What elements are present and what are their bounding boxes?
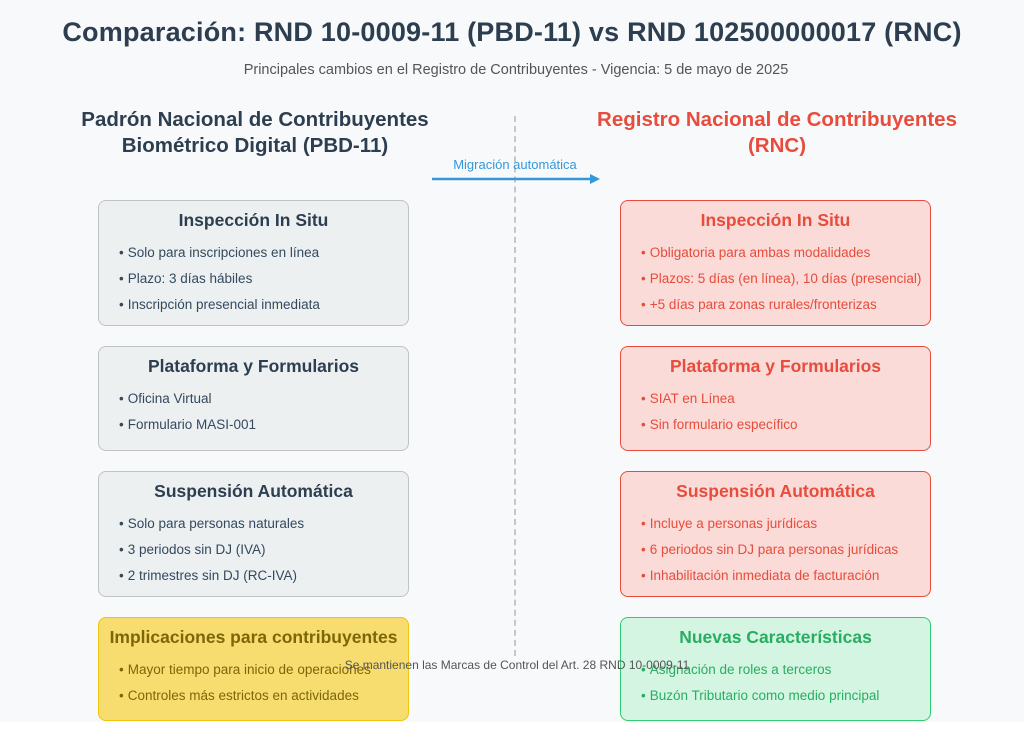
list-item-text: Plazos: 5 días (en línea), 10 días (pres… bbox=[649, 271, 922, 286]
list-item-text: Solo para inscripciones en línea bbox=[127, 245, 320, 260]
list-item-text: Obligatoria para ambas modalidades bbox=[649, 245, 871, 260]
list-item: •Controles más estrictos en actividades bbox=[119, 687, 468, 713]
bullet-icon: • bbox=[119, 271, 124, 286]
list-item: •Inscripción presencial inmediata bbox=[119, 296, 468, 322]
list-item-text: Oficina Virtual bbox=[127, 391, 212, 406]
list-item-text: SIAT en Línea bbox=[649, 391, 735, 406]
list-item: •3 periodos sin DJ (IVA) bbox=[119, 541, 468, 567]
bullet-icon: • bbox=[641, 417, 646, 432]
bullet-icon: • bbox=[641, 271, 646, 286]
center-divider bbox=[514, 116, 516, 656]
box-title: Plataforma y Formularios bbox=[147, 356, 360, 376]
box-list: •Incluye a personas jurídicas •6 periodo… bbox=[641, 515, 990, 593]
footnote: Se mantienen las Marcas de Control del A… bbox=[344, 658, 690, 672]
box-list: •Asignación de roles a terceros •Buzón T… bbox=[641, 661, 990, 713]
left-box-inspection: Inspección In Situ •Solo para inscripcio… bbox=[98, 200, 409, 326]
list-item-text: Plazo: 3 días hábiles bbox=[127, 271, 253, 286]
list-item: •Solo para inscripciones en línea bbox=[119, 244, 468, 270]
list-item-text: Formulario MASI-001 bbox=[127, 417, 257, 432]
box-title: Implicaciones para contribuyentes bbox=[109, 627, 398, 647]
list-item: •Formulario MASI-001 bbox=[119, 416, 468, 442]
bullet-icon: • bbox=[641, 391, 646, 406]
bullet-icon: • bbox=[119, 568, 124, 583]
list-item: •Obligatoria para ambas modalidades bbox=[641, 244, 990, 270]
list-item: •Oficina Virtual bbox=[119, 390, 468, 416]
list-item: •Plazos: 5 días (en línea), 10 días (pre… bbox=[641, 270, 990, 296]
left-box-platform: Plataforma y Formularios •Oficina Virtua… bbox=[98, 346, 409, 451]
box-title: Plataforma y Formularios bbox=[669, 356, 882, 376]
box-list: •Oficina Virtual •Formulario MASI-001 bbox=[119, 390, 468, 442]
migration-arrow-icon bbox=[432, 174, 600, 184]
bullet-icon: • bbox=[641, 297, 646, 312]
list-item-text: 2 trimestres sin DJ (RC-IVA) bbox=[127, 568, 297, 583]
list-item-text: Inscripción presencial inmediata bbox=[127, 297, 320, 312]
list-item: •Incluye a personas jurídicas bbox=[641, 515, 990, 541]
diagram-canvas: Comparación: RND 10-0009-11 (PBD-11) vs … bbox=[45, 17, 987, 721]
list-item: •SIAT en Línea bbox=[641, 390, 990, 416]
box-title: Inspección In Situ bbox=[178, 210, 329, 230]
box-list: •Mayor tiempo para inicio de operaciones… bbox=[119, 661, 468, 713]
box-title: Inspección In Situ bbox=[700, 210, 851, 230]
box-list: •Solo para inscripciones en línea •Plazo… bbox=[119, 244, 468, 322]
list-item-text: Mayor tiempo para inicio de operaciones bbox=[127, 662, 371, 677]
page-title: Comparación: RND 10-0009-11 (PBD-11) vs … bbox=[62, 17, 962, 47]
bullet-icon: • bbox=[119, 297, 124, 312]
list-item-text: Buzón Tributario como medio principal bbox=[649, 688, 880, 703]
left-box-implications: Implicaciones para contribuyentes •Mayor… bbox=[98, 617, 409, 721]
bullet-icon: • bbox=[641, 516, 646, 531]
migration-label: Migración automática bbox=[453, 157, 577, 172]
list-item-text: Inhabilitación inmediata de facturación bbox=[649, 568, 880, 583]
right-column-heading: Registro Nacional de Contribuyentes (RNC… bbox=[567, 107, 987, 159]
list-item: •2 trimestres sin DJ (RC-IVA) bbox=[119, 567, 468, 593]
list-item: •Mayor tiempo para inicio de operaciones bbox=[119, 661, 468, 687]
left-box-suspension: Suspensión Automática •Solo para persona… bbox=[98, 471, 409, 597]
right-box-platform: Plataforma y Formularios •SIAT en Línea … bbox=[620, 346, 931, 451]
box-list: •Solo para personas naturales •3 periodo… bbox=[119, 515, 468, 593]
bullet-icon: • bbox=[119, 516, 124, 531]
list-item: •Sin formulario específico bbox=[641, 416, 990, 442]
bullet-icon: • bbox=[119, 662, 124, 677]
left-heading-line-2: Biométrico Digital (PBD-11) bbox=[121, 134, 389, 157]
list-item-text: Controles más estrictos en actividades bbox=[127, 688, 359, 703]
bullet-icon: • bbox=[119, 391, 124, 406]
bullet-icon: • bbox=[641, 662, 646, 677]
box-list: •Obligatoria para ambas modalidades •Pla… bbox=[641, 244, 990, 322]
bullet-icon: • bbox=[641, 568, 646, 583]
list-item-text: Asignación de roles a terceros bbox=[649, 662, 832, 677]
list-item-text: Solo para personas naturales bbox=[127, 516, 305, 531]
right-heading-line-1: Registro Nacional de Contribuyentes bbox=[597, 108, 957, 131]
page-subtitle: Principales cambios en el Registro de Co… bbox=[243, 62, 789, 78]
bullet-icon: • bbox=[641, 542, 646, 557]
bullet-icon: • bbox=[119, 417, 124, 432]
box-title: Suspensión Automática bbox=[676, 481, 875, 501]
list-item: •Plazo: 3 días hábiles bbox=[119, 270, 468, 296]
left-heading-line-1: Padrón Nacional de Contribuyentes bbox=[81, 108, 429, 131]
list-item-text: 6 periodos sin DJ para personas jurídica… bbox=[649, 542, 899, 557]
list-item: •+5 días para zonas rurales/fronterizas bbox=[641, 296, 990, 322]
right-box-inspection: Inspección In Situ •Obligatoria para amb… bbox=[620, 200, 931, 326]
box-title: Nuevas Características bbox=[679, 627, 872, 647]
list-item-text: Incluye a personas jurídicas bbox=[649, 516, 818, 531]
list-item: •Buzón Tributario como medio principal bbox=[641, 687, 990, 713]
list-item: •Inhabilitación inmediata de facturación bbox=[641, 567, 990, 593]
right-box-suspension: Suspensión Automática •Incluye a persona… bbox=[620, 471, 931, 597]
box-title: Suspensión Automática bbox=[154, 481, 353, 501]
list-item-text: +5 días para zonas rurales/fronterizas bbox=[649, 297, 877, 312]
right-box-new-features: Nuevas Características •Asignación de ro… bbox=[620, 617, 931, 721]
box-list: •SIAT en Línea •Sin formulario específic… bbox=[641, 390, 990, 442]
bullet-icon: • bbox=[641, 688, 646, 703]
list-item: •Asignación de roles a terceros bbox=[641, 661, 990, 687]
list-item-text: Sin formulario específico bbox=[649, 417, 798, 432]
left-column-heading: Padrón Nacional de Contribuyentes Biomét… bbox=[45, 107, 465, 159]
bullet-icon: • bbox=[641, 245, 646, 260]
list-item: •Solo para personas naturales bbox=[119, 515, 468, 541]
list-item: •6 periodos sin DJ para personas jurídic… bbox=[641, 541, 990, 567]
bullet-icon: • bbox=[119, 245, 124, 260]
right-heading-line-2: (RNC) bbox=[747, 134, 807, 157]
bullet-icon: • bbox=[119, 688, 124, 703]
list-item-text: 3 periodos sin DJ (IVA) bbox=[127, 542, 266, 557]
bullet-icon: • bbox=[119, 542, 124, 557]
